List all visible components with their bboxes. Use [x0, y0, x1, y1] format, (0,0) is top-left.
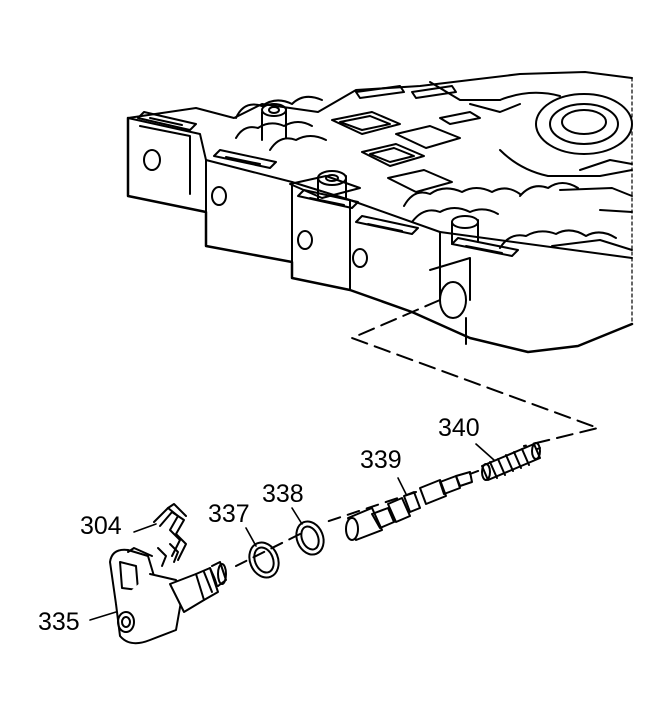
callout-labels: 304 335 337 338 339 340 — [38, 414, 480, 636]
solenoid-335 — [109, 547, 227, 645]
callout-337: 337 — [208, 500, 250, 528]
callout-338: 338 — [262, 480, 304, 508]
valve-body-casting — [126, 71, 634, 354]
callout-304: 304 — [80, 512, 122, 540]
retainer-clip-304 — [153, 503, 187, 567]
callout-339: 339 — [360, 446, 402, 474]
valve-spool-339 — [345, 471, 473, 541]
seal-ring-337 — [248, 541, 280, 579]
callout-335: 335 — [38, 608, 80, 636]
installation-path — [235, 299, 599, 567]
callout-340: 340 — [438, 414, 480, 442]
leader-lines — [89, 443, 495, 621]
valve-spring-340 — [481, 442, 541, 481]
seal-ring-338 — [295, 520, 325, 556]
